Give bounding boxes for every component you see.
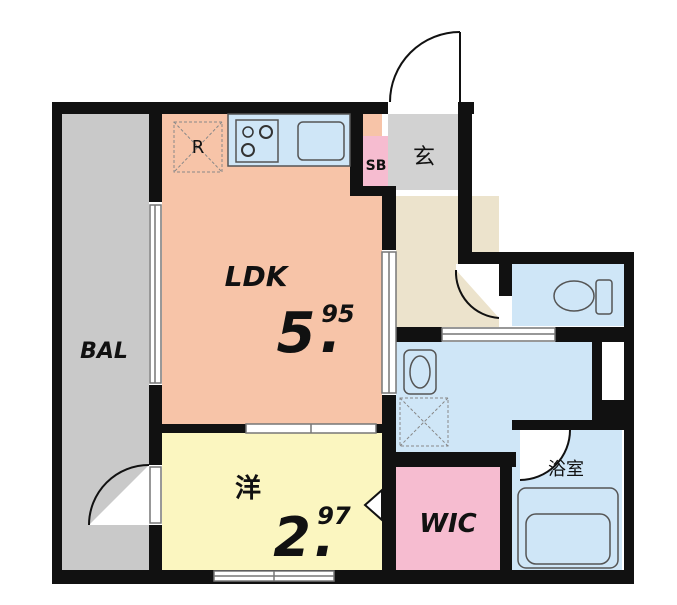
balcony-door bbox=[88, 464, 150, 526]
entrance-label: 玄 bbox=[413, 145, 435, 170]
ldk-label: LDK bbox=[225, 260, 290, 293]
washing-machine-space bbox=[399, 397, 449, 447]
ldk-size-int: 5 bbox=[277, 301, 316, 366]
fridge-space bbox=[173, 121, 223, 173]
toilet-door bbox=[454, 264, 500, 319]
fridge-mark: R bbox=[192, 137, 205, 158]
shoebox-area bbox=[363, 136, 388, 191]
bathtub bbox=[517, 487, 619, 569]
western-window bbox=[213, 570, 335, 582]
western-sliding-door bbox=[245, 423, 377, 434]
toilet bbox=[553, 279, 613, 315]
ldk-size-dec: 95 bbox=[321, 300, 354, 328]
balcony-label: BAL bbox=[80, 339, 128, 364]
wic-label: WIC bbox=[419, 509, 476, 539]
bath-label: 浴室 bbox=[548, 459, 584, 480]
wash-basin bbox=[403, 349, 437, 395]
kitchen-counter bbox=[227, 113, 351, 167]
entrance-door bbox=[389, 31, 461, 103]
western-size-dot: . bbox=[314, 506, 335, 569]
shoebox-label: SB bbox=[366, 158, 387, 174]
wic-door bbox=[363, 487, 383, 523]
wic-room bbox=[396, 467, 500, 570]
balcony-windows bbox=[149, 204, 162, 524]
western-room bbox=[162, 433, 382, 570]
ldk-size-dot: . bbox=[320, 301, 341, 366]
washroom-sliding-door bbox=[441, 327, 556, 342]
western-label: 洋 bbox=[235, 473, 261, 504]
bath-door bbox=[519, 429, 571, 481]
western-size-dec: 97 bbox=[317, 502, 351, 530]
entrance-area bbox=[388, 114, 458, 190]
western-size-int: 2 bbox=[273, 506, 311, 569]
hall-sliding-door bbox=[381, 251, 397, 394]
